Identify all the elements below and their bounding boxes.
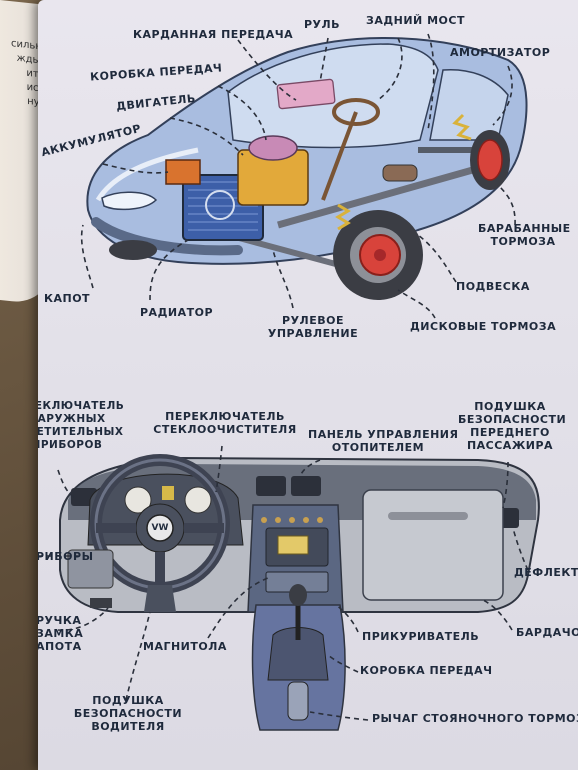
label-lighter: ПРИКУРИВАТЕЛЬ <box>362 630 480 643</box>
label-steering-line: РУЛЕВОЕ <box>282 314 344 327</box>
label-driver-airbag: ПОДУШКА БЕЗОПАСНОСТИ ВОДИТЕЛЯ <box>68 694 188 733</box>
label-driver-airbag-line: ПОДУШКА <box>92 694 164 707</box>
label-heater-panel: ПАНЕЛЬ УПРАВЛЕНИЯ ОТОПИТЕЛЕМ <box>308 428 459 454</box>
label-rear-axle: ЗАДНИЙ МОСТ <box>366 14 465 27</box>
label-hood: КАПОТ <box>44 292 91 305</box>
label-parking-brake: РЫЧАГ СТОЯНОЧНОГО ТОРМОЗА <box>372 712 578 725</box>
label-drum-brakes-line: ТОРМОЗА <box>490 235 556 248</box>
label-passenger-airbag-line: ПАССАЖИРА <box>466 439 554 452</box>
label-steering-line: УПРАВЛЕНИЕ <box>267 327 359 340</box>
label-wiper-switch: ПЕРЕКЛЮЧАТЕЛЬ СТЕКЛООЧИСТИТЕЛЯ <box>150 410 300 436</box>
label-wiper-switch-line: ПЕРЕКЛЮЧАТЕЛЬ <box>165 410 285 423</box>
label-suspension: ПОДВЕСКА <box>456 280 530 293</box>
label-passenger-airbag-line: ПОДУШКА <box>474 400 546 413</box>
label-driver-airbag-line: ВОДИТЕЛЯ <box>91 720 165 733</box>
label-passenger-airbag-line: БЕЗОПАСНОСТИ <box>458 413 567 426</box>
label-hood-release: РУЧКА ЗАМКА АПОТА <box>38 614 83 653</box>
label-heater-panel-line: ПАНЕЛЬ УПРАВЛЕНИЯ <box>308 428 459 441</box>
label-light-switch-line: ПЕРЕКЛЮЧАТЕЛЬ <box>38 400 125 412</box>
vw-logo: VW <box>151 523 169 533</box>
label-passenger-airbag-line: ПЕРЕДНЕГО <box>470 426 550 439</box>
label-heater-panel-line: ОТОПИТЕЛЕМ <box>331 441 425 454</box>
label-light-switch: ПЕРЕКЛЮЧАТЕЛЬ НАРУЖНЫХ ОСВЕТИТЕЛЬНЫХ ПРИ… <box>38 400 132 452</box>
label-glovebox: БАРДАЧО <box>516 626 578 639</box>
label-steering: РУЛЕВОЕ УПРАВЛЕНИЕ <box>258 314 368 340</box>
label-driver-airbag-line: БЕЗОПАСНОСТИ <box>73 707 183 720</box>
label-shock-absorber: АМОРТИЗАТОР <box>450 46 551 59</box>
car-illustration <box>80 33 528 319</box>
label-radio: МАГНИТОЛА <box>143 640 227 653</box>
label-gear-shift: КОРОБКА ПЕРЕДАЧ <box>360 664 493 677</box>
label-steering-wheel: РУЛЬ <box>304 18 341 31</box>
label-drum-brakes-line: БАРАБАННЫЕ <box>478 222 571 235</box>
label-light-switch-line: ПРИБОРОВ <box>38 439 103 451</box>
label-driveshaft: КАРДАННАЯ ПЕРЕДАЧА <box>133 28 294 41</box>
label-deflector: ДЕФЛЕКТО <box>514 566 578 579</box>
label-instruments: РИБОРЫ <box>38 550 94 563</box>
dashboard-illustration <box>38 445 540 731</box>
label-hood-release-line: АПОТА <box>38 640 82 653</box>
label-light-switch-line: НАРУЖНЫХ <box>38 413 106 425</box>
label-light-switch-line: ОСВЕТИТЕЛЬНЫХ <box>38 426 124 438</box>
label-hood-release-line: РУЧКА <box>38 614 82 627</box>
label-disc-brakes: ДИСКОВЫЕ ТОРМОЗА <box>410 320 557 333</box>
label-hood-release-line: ЗАМКА <box>38 627 84 640</box>
label-passenger-airbag: ПОДУШКА БЕЗОПАСНОСТИ ПЕРЕДНЕГО ПАССАЖИРА <box>458 400 567 452</box>
label-wiper-switch-line: СТЕКЛООЧИСТИТЕЛЯ <box>153 423 297 436</box>
label-radiator: РАДИАТОР <box>140 306 214 319</box>
label-drum-brakes: БАРАБАННЫЕ ТОРМОЗА <box>478 222 571 248</box>
book-page: КАРДАННАЯ ПЕРЕДАЧА РУЛЬ ЗАДНИЙ МОСТ АМОР… <box>38 0 578 770</box>
